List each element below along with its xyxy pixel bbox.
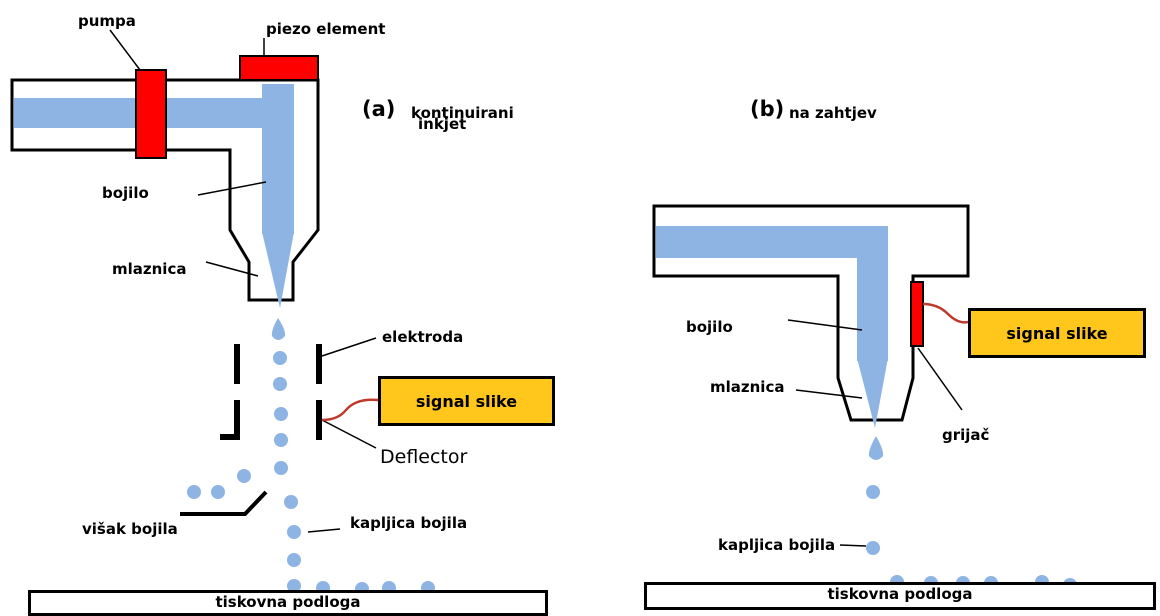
panel-a-label: (a) — [362, 97, 396, 121]
panel-b-droplet-label: kapljica bojila — [718, 536, 836, 554]
deflector-label: Deflector — [380, 446, 468, 468]
electrode-label: elektroda — [382, 328, 464, 346]
panel-b-nozzle-label: mlaznica — [710, 378, 785, 396]
panel-b-printhead — [652, 204, 970, 428]
panel-a-signal-wire — [321, 398, 379, 422]
panel-b-droplets — [866, 485, 1077, 592]
panel-a-title-line1: kontinuirani — [411, 104, 514, 122]
panel-b-signal-box: signal slike — [968, 308, 1146, 358]
panel-a-gutter — [180, 490, 268, 516]
panel-b-substrate-label: tiskovna podloga — [827, 585, 973, 603]
panel-b-ink-label: bojilo — [686, 318, 733, 336]
panel-a-droplets — [187, 351, 435, 596]
panel-b-substrate: tiskovna podloga — [644, 582, 1156, 610]
panel-b-nozzle-taper — [857, 358, 888, 428]
panel-b-title: na zahtjev — [789, 104, 877, 122]
panel-b-housing — [652, 204, 970, 422]
excess-ink-label: višak bojila — [82, 520, 178, 538]
panel-a-signal-label: signal slike — [415, 391, 518, 411]
panel-a-ink-vertical — [262, 84, 294, 234]
panel-a-ink-label: bojilo — [102, 184, 149, 202]
panel-b-signal-wire — [922, 302, 969, 324]
panel-a-nozzle-label: mlaznica — [112, 260, 187, 278]
piezo-element-label: piezo element — [266, 20, 386, 38]
panel-b-label: (b) — [750, 97, 785, 121]
panel-a-nozzle-taper — [262, 232, 294, 308]
panel-a-printhead — [10, 55, 320, 308]
panel-b-signal-label: signal slike — [1006, 323, 1108, 343]
heater-label: grijač — [942, 426, 990, 444]
panel-a-droplet-label: kapljica bojila — [350, 514, 468, 532]
panel-b-leader-lines — [787, 319, 963, 547]
piezo-element-icon — [239, 55, 319, 81]
pump-icon — [135, 69, 167, 159]
panel-a-substrate-label: tiskovna podloga — [215, 593, 361, 611]
panel-a-signal-box: signal slike — [378, 376, 555, 426]
panel-b-ink-channel — [656, 226, 888, 258]
pump-label: pumpa — [78, 12, 136, 30]
panel-a-substrate: tiskovna podloga — [28, 590, 548, 616]
panel-a-title-line2: inkjet — [418, 115, 467, 133]
heater-icon — [910, 281, 924, 347]
panel-a-electrodes — [220, 344, 322, 440]
panel-b-ink-vertical — [857, 226, 888, 361]
panel-b-teardrop — [868, 436, 884, 460]
panel-a-leader-lines — [109, 29, 377, 533]
panel-a-teardrop — [271, 318, 286, 340]
